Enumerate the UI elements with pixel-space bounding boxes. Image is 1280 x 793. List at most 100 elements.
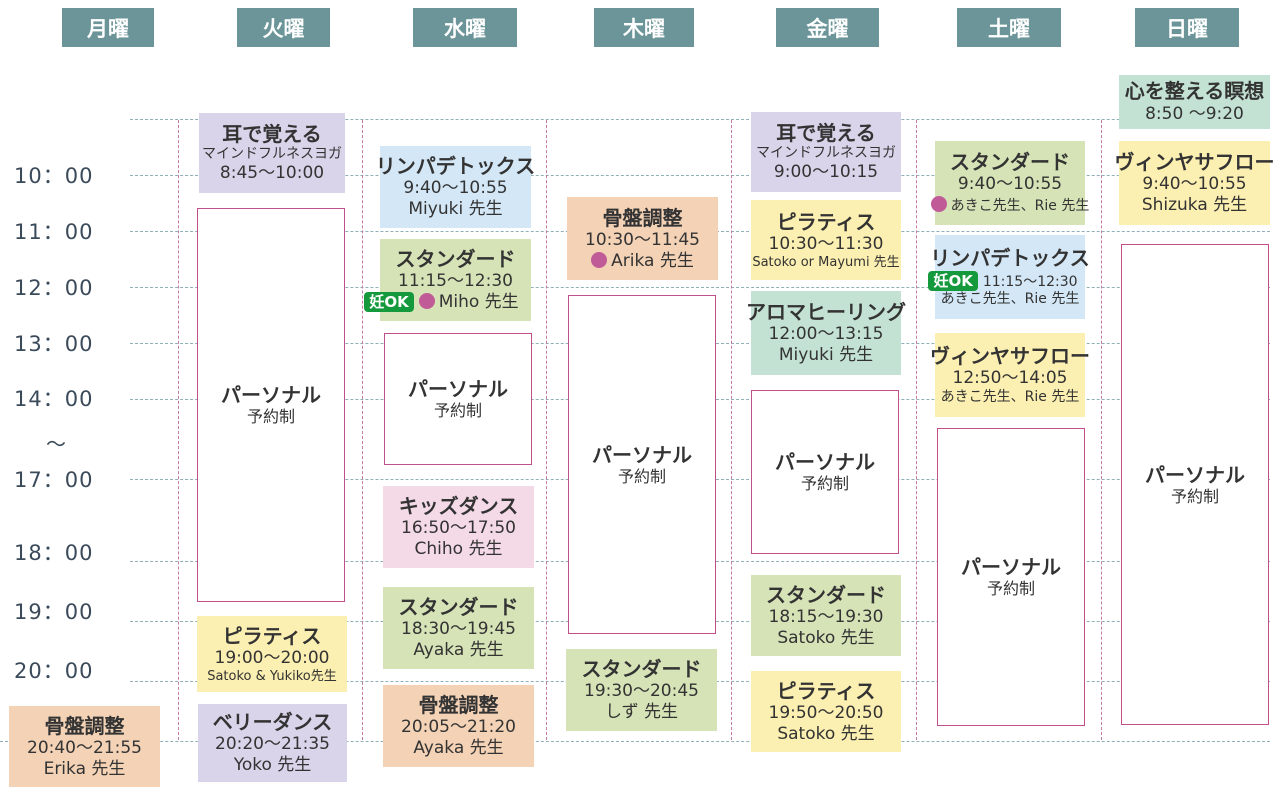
time-label: 12：00 xyxy=(14,276,94,300)
time-label: 10：00 xyxy=(14,164,94,188)
class-teacher: Miho 先生 xyxy=(438,292,519,313)
grid-line xyxy=(130,175,1270,176)
class-block[interactable]: ピラティス 19:50〜20:50 Satoko 先生 xyxy=(751,671,901,752)
class-teacher: Satoko & Yukiko先生 xyxy=(207,668,337,684)
class-block[interactable]: リンパデトックス 9:40〜10:55 Miyuki 先生 xyxy=(376,146,535,228)
personal-sub: 予約制 xyxy=(800,474,849,494)
class-teacher: Satoko or Mayumi 先生 xyxy=(752,254,900,270)
grid-line xyxy=(130,119,1270,120)
class-block[interactable]: 骨盤調整 20:05〜21:20 Ayaka 先生 xyxy=(383,685,534,767)
class-title: ヴィンヤサフロー xyxy=(1114,150,1275,175)
time-label: 18：00 xyxy=(14,541,94,565)
class-block[interactable]: ピラティス 19:00〜20:00 Satoko & Yukiko先生 xyxy=(197,616,347,692)
class-block[interactable]: キッズダンス 16:50〜17:50 Chiho 先生 xyxy=(383,486,534,568)
column-divider xyxy=(916,120,917,740)
class-block[interactable]: 骨盤調整 20:40〜21:55 Erika 先生 xyxy=(9,706,160,787)
class-time: 20:40〜21:55 xyxy=(27,737,142,758)
class-title: ベリーダンス xyxy=(212,710,333,735)
personal-block[interactable]: パーソナル 予約制 xyxy=(1121,244,1269,725)
day-header-thu: 木曜 xyxy=(594,8,694,47)
time-label: 14：00 xyxy=(14,387,94,411)
class-title: 心を整える瞑想 xyxy=(1124,79,1265,104)
personal-sub: 予約制 xyxy=(246,407,295,427)
day-header-wed: 水曜 xyxy=(413,8,517,47)
class-time: 10:30〜11:45 xyxy=(585,229,700,250)
class-teacher: Chiho 先生 xyxy=(414,539,503,560)
class-teacher: あきこ先生、Rie 先生 xyxy=(950,198,1090,215)
class-time: 19:00〜20:00 xyxy=(214,647,330,668)
teacher-dot-icon xyxy=(930,196,947,213)
class-title: 耳で覚える xyxy=(222,121,322,146)
class-teacher: Miyuki 先生 xyxy=(408,199,503,220)
class-teacher: Ayaka 先生 xyxy=(413,738,504,759)
time-label: 17：00 xyxy=(14,468,94,492)
class-title: 耳で覚える xyxy=(776,120,876,145)
class-title: ピラティス xyxy=(222,623,322,648)
class-block[interactable]: ヴィンヤサフロー 9:40〜10:55 Shizuka 先生 xyxy=(1115,141,1275,225)
personal-block[interactable]: パーソナル 予約制 xyxy=(384,333,532,465)
class-teacher: Ayaka 先生 xyxy=(413,640,504,661)
class-block[interactable]: ヴィンヤサフロー 12:50〜14:05 あきこ先生、Rie 先生 xyxy=(930,333,1090,417)
class-block[interactable]: 心を整える瞑想 8:50 〜9:20 xyxy=(1119,75,1270,129)
time-label: 11：00 xyxy=(14,220,94,244)
personal-sub: 予約制 xyxy=(617,466,666,486)
time-label: 20：00 xyxy=(14,659,94,683)
day-header-tue: 火曜 xyxy=(237,8,330,47)
class-block[interactable]: ピラティス 10:30〜11:30 Satoko or Mayumi 先生 xyxy=(751,200,901,280)
personal-title: パーソナル xyxy=(961,555,1061,580)
class-subtitle: マインドフルネスヨガ xyxy=(202,146,342,163)
column-divider xyxy=(1101,120,1102,740)
time-label: 13：00 xyxy=(14,332,94,356)
personal-sub: 予約制 xyxy=(986,579,1035,599)
class-title: アロマヒーリング xyxy=(746,300,906,325)
personal-title: パーソナル xyxy=(775,450,875,475)
class-time: 19:50〜20:50 xyxy=(768,702,884,723)
class-title: スタンダード xyxy=(766,582,886,607)
class-title: キッズダンス xyxy=(398,494,519,519)
class-time: 18:30〜19:45 xyxy=(401,619,516,640)
class-title: ピラティス xyxy=(776,678,876,703)
personal-block[interactable]: パーソナル 予約制 xyxy=(568,295,716,634)
class-block[interactable]: アロマヒーリング 12:00〜13:15 Miyuki 先生 xyxy=(746,291,906,375)
class-time: 12:50〜14:05 xyxy=(952,368,1068,389)
column-divider xyxy=(731,120,732,740)
column-divider xyxy=(362,120,363,740)
class-time: 12:00〜13:15 xyxy=(768,324,884,345)
class-time: 9:40〜10:55 xyxy=(1142,174,1247,195)
class-time: 20:20〜21:35 xyxy=(215,734,330,755)
pregnant-ok-badge: 妊OK xyxy=(928,270,978,291)
personal-title: パーソナル xyxy=(408,377,508,402)
class-block[interactable]: スタンダード 18:30〜19:45 Ayaka 先生 xyxy=(383,587,534,669)
personal-title: パーソナル xyxy=(1145,462,1245,487)
personal-block[interactable]: パーソナル 予約制 xyxy=(937,428,1085,726)
teacher-dot-icon xyxy=(591,251,608,268)
class-title: ピラティス xyxy=(776,209,876,234)
personal-sub: 予約制 xyxy=(1170,486,1219,506)
personal-block[interactable]: パーソナル 予約制 xyxy=(197,208,345,602)
personal-block[interactable]: パーソナル 予約制 xyxy=(751,390,899,554)
class-title: 骨盤調整 xyxy=(602,205,683,230)
class-block[interactable]: 骨盤調整 10:30〜11:45 Arika 先生 xyxy=(567,197,718,280)
class-teacher: Yoko 先生 xyxy=(233,755,312,776)
class-teacher-row: あきこ先生、Rie 先生 xyxy=(930,195,1090,216)
class-block[interactable]: 耳で覚える マインドフルネスヨガ 9:00〜10:15 xyxy=(751,112,901,192)
class-title: スタンダード xyxy=(950,150,1070,175)
personal-sub: 予約制 xyxy=(433,401,482,421)
class-time: 11:15〜12:30 xyxy=(982,273,1078,290)
class-subtitle: マインドフルネスヨガ xyxy=(756,145,896,162)
day-header-fri: 金曜 xyxy=(776,8,879,47)
class-block[interactable]: スタンダード 18:15〜19:30 Satoko 先生 xyxy=(751,575,901,656)
class-teacher-row: Arika 先生 xyxy=(591,251,694,272)
time-gap-marker: 〜 xyxy=(46,432,66,456)
class-block[interactable]: スタンダード 9:40〜10:55 あきこ先生、Rie 先生 xyxy=(930,141,1089,225)
class-block[interactable]: 耳で覚える マインドフルネスヨガ 8:45〜10:00 xyxy=(199,113,345,193)
class-block[interactable]: ベリーダンス 20:20〜21:35 Yoko 先生 xyxy=(198,704,347,782)
class-block[interactable]: スタンダード 19:30〜20:45 しず 先生 xyxy=(566,649,717,731)
class-title: 骨盤調整 xyxy=(44,713,125,738)
class-time: 8:45〜10:00 xyxy=(219,163,325,184)
class-teacher: Shizuka 先生 xyxy=(1141,195,1248,216)
class-time: 18:15〜19:30 xyxy=(768,606,884,627)
